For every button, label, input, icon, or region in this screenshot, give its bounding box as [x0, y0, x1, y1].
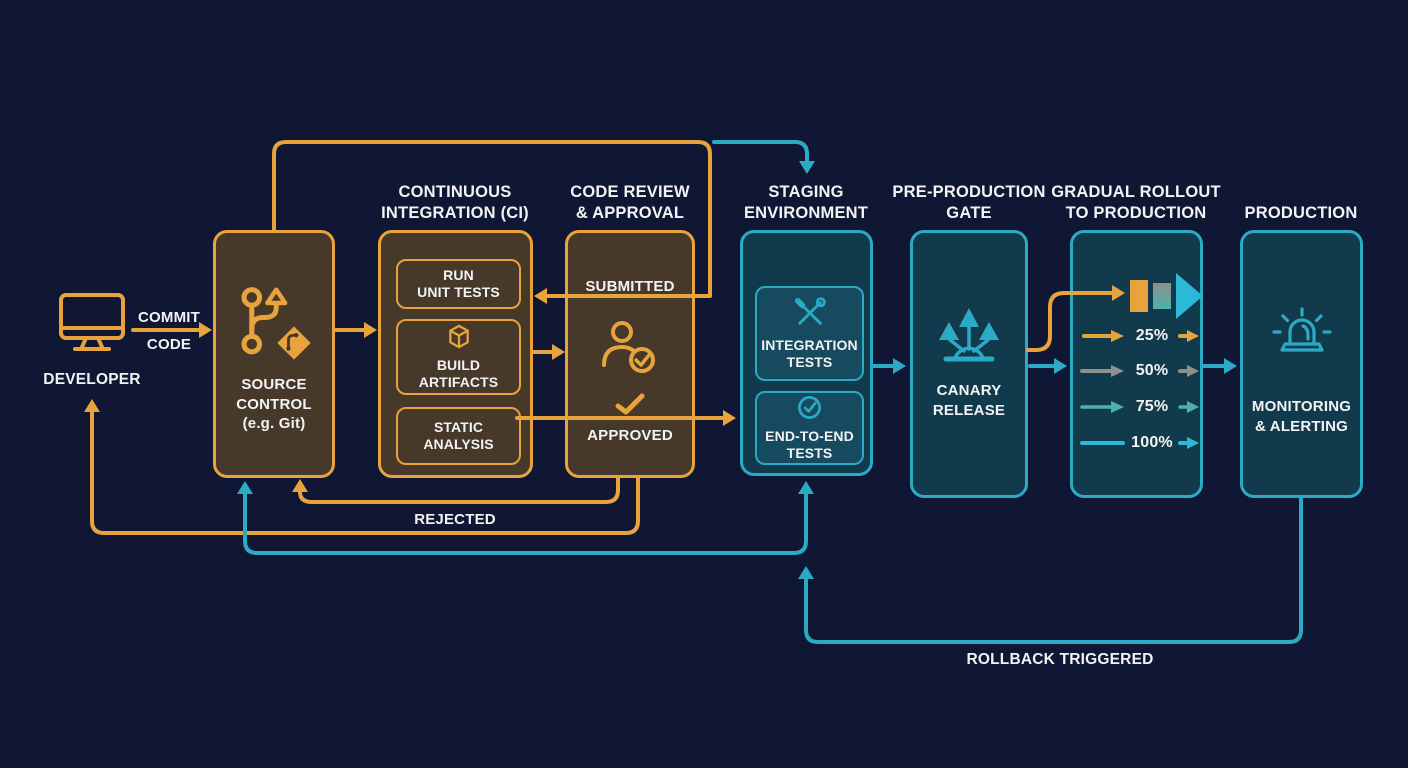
arrowhead-source-to-ci: [364, 322, 377, 338]
title-staging-environment: STAGING ENVIRONMENT: [743, 183, 869, 222]
stage-arrow-left-50: [1080, 365, 1124, 377]
rollout-stage-75: 75%: [1080, 396, 1200, 418]
integration-tests-label: INTEGRATION TESTS: [761, 336, 858, 370]
title-production: PRODUCTION: [1244, 204, 1358, 222]
approved-check-icon: [568, 393, 692, 415]
rejected-label: REJECTED: [414, 511, 496, 528]
reviewer-approval-icon: [568, 319, 692, 377]
run-unit-tests-label: RUN UNIT TESTS: [417, 267, 500, 300]
tools-icon: [793, 296, 827, 334]
node-production: MONITORING & ALERTING: [1240, 230, 1363, 498]
node-staging-environment: INTEGRATION TESTS END-TO-END TESTS: [740, 230, 873, 476]
title-continuous-integration: CONTINUOUS INTEGRATION (CI): [381, 183, 529, 222]
step-build-artifacts: BUILD ARTIFACTS: [396, 319, 521, 395]
siren-icon: [1243, 305, 1360, 363]
stage-pct-75: 75%: [1135, 398, 1169, 415]
arrowhead-to-developer: [84, 399, 100, 412]
arrowhead-build-to-review: [552, 344, 565, 360]
stage-line-left-100: [1080, 441, 1125, 445]
node-pre-production-gate: CANARY RELEASE: [910, 230, 1028, 498]
step-end-to-end-tests: END-TO-END TESTS: [755, 391, 864, 465]
rollout-glyph-gradient-block: [1153, 283, 1171, 309]
canary-release-label: CANARY RELEASE: [932, 382, 1006, 419]
edge-review-to-developer: [90, 409, 640, 535]
arrowhead-rollout-to-production: [1224, 358, 1237, 374]
rollout-stage-50: 50%: [1080, 360, 1200, 382]
rollout-stage-100: 100%: [1080, 432, 1200, 454]
stage-arrow-left-25: [1082, 330, 1124, 342]
arrowhead-to-staging-branch: [799, 161, 815, 174]
stage-pct-100: 100%: [1131, 434, 1173, 451]
arrowhead-trigger-ci: [534, 288, 547, 304]
approved-label: APPROVED: [587, 427, 673, 444]
stage-pct-50: 50%: [1135, 362, 1169, 379]
edge-rejected-to-source: [298, 476, 620, 504]
stage-arrow-left-75: [1080, 401, 1124, 413]
submitted-label: SUBMITTED: [585, 278, 675, 295]
stage-arrow-right-75: [1178, 401, 1199, 413]
check-circle-icon: [797, 395, 822, 425]
stage-pct-25: 25%: [1135, 327, 1169, 344]
node-gradual-rollout: 25% 50% 75%: [1070, 230, 1203, 498]
canary-plant-icon: [913, 303, 1025, 365]
arrowhead-rejected: [292, 479, 308, 492]
edge-rollback-distribute: [243, 491, 808, 555]
edge-to-staging-branch: [712, 140, 809, 163]
static-analysis-label: STATIC ANALYSIS: [423, 419, 494, 452]
arrowhead-rollback-junction: [798, 566, 814, 579]
arrowhead-rollback-to-staging: [798, 481, 814, 494]
monitoring-alerting-label: MONITORING & ALERTING: [1251, 398, 1352, 435]
arrowhead-staging-to-gate: [893, 358, 906, 374]
title-gradual-rollout: GRADUAL ROLLOUT TO PRODUCTION: [1051, 183, 1221, 222]
stage-arrow-right-50: [1178, 365, 1199, 377]
developer-label: DEVELOPER: [43, 371, 141, 388]
title-pre-production-gate: PRE-PRODUCTION GATE: [892, 183, 1046, 222]
end-to-end-tests-label: END-TO-END TESTS: [765, 427, 854, 461]
arrowhead-gate-to-rollout: [1054, 358, 1067, 374]
build-artifacts-label: BUILD ARTIFACTS: [418, 356, 499, 390]
source-control-label: SOURCE CONTROL (e.g. Git): [236, 376, 312, 432]
git-branch-icon: [216, 283, 332, 363]
package-icon: [447, 324, 471, 354]
step-static-analysis: STATIC ANALYSIS: [396, 407, 521, 465]
stage-arrow-right-25: [1178, 330, 1199, 342]
commit-code-label: COMMIT CODE: [137, 309, 201, 353]
node-source-control: SOURCE CONTROL (e.g. Git): [213, 230, 335, 478]
rollout-progress-glyph: [1130, 273, 1203, 319]
stage-arrow-right-100: [1178, 437, 1199, 449]
rollout-glyph-play-triangle: [1176, 273, 1203, 319]
rollback-triggered-label: ROLLBACK TRIGGERED: [966, 651, 1154, 668]
rollout-stage-25: 25%: [1080, 325, 1200, 347]
step-integration-tests: INTEGRATION TESTS: [755, 286, 864, 381]
step-run-unit-tests: RUN UNIT TESTS: [396, 259, 521, 309]
arrowhead-rollback-to-source: [237, 481, 253, 494]
node-code-review: SUBMITTED APPROVED: [565, 230, 695, 478]
node-continuous-integration: RUN UNIT TESTS BUILD ARTIFACTS STATIC AN…: [378, 230, 533, 478]
rollout-glyph-orange-block: [1130, 280, 1148, 312]
edge-rollback-main: [804, 496, 1303, 644]
arrowhead-approved-to-staging: [723, 410, 736, 426]
monitor-icon: [58, 292, 126, 356]
title-code-review: CODE REVIEW & APPROVAL: [570, 183, 690, 222]
